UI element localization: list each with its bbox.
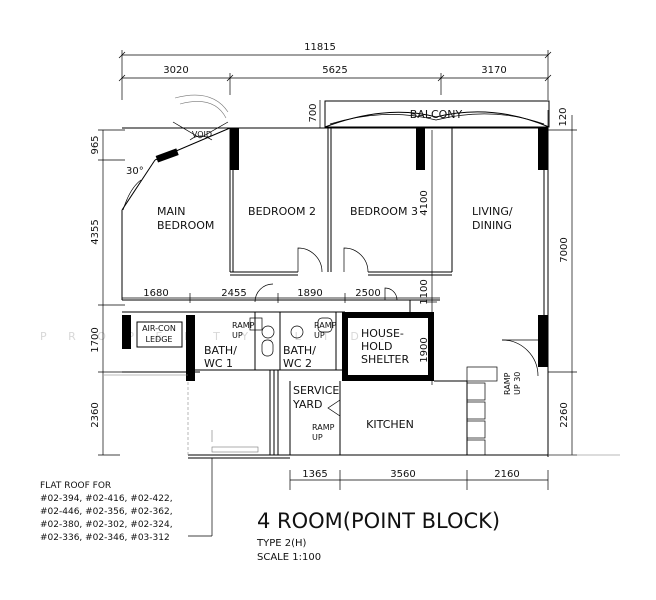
label-service-2: YARD xyxy=(292,398,323,411)
dim-angle: 30° xyxy=(126,166,144,177)
label-ramp-entrance-1: RAMP xyxy=(503,372,512,395)
plan-type: TYPE 2(H) xyxy=(256,538,307,549)
label-shelter-2: HOLD xyxy=(361,340,393,353)
dim-left-lower: 1700 xyxy=(90,327,101,352)
dim-row-1680: 1680 xyxy=(143,288,168,299)
label-aircon-1: AIR-CON xyxy=(142,324,176,333)
label-bath2-2: WC 2 xyxy=(283,357,312,370)
flat-roof-line: #02-394, #02-416, #02-422, xyxy=(40,494,173,504)
label-ramp-entrance-2: UP 30 xyxy=(513,372,522,395)
dim-overall-width: 11815 xyxy=(304,42,336,53)
label-main-bedroom-2: BEDROOM xyxy=(157,219,214,232)
dim-bottom-3560: 3560 xyxy=(390,469,415,480)
label-ramp-yard-2: UP xyxy=(312,433,323,442)
dim-passage-depth: 1100 xyxy=(419,279,430,304)
label-bath1-1: BATH/ xyxy=(204,344,237,357)
dim-right-lower: 2260 xyxy=(559,402,570,427)
dim-top-left: 3020 xyxy=(163,65,188,76)
flat-roof-line: #02-446, #02-356, #02-362, xyxy=(40,507,173,517)
dim-top-middle: 5625 xyxy=(322,65,347,76)
label-bath2-1: BATH/ xyxy=(283,344,316,357)
flat-roof-line: #02-336, #02-346, #03-312 xyxy=(40,533,170,543)
dim-bedroom-depth: 4100 xyxy=(419,190,430,215)
label-ramp-bath2-1: RAMP xyxy=(314,321,337,330)
label-balcony: BALCONY xyxy=(410,108,463,121)
label-ramp-bath2-2: UP xyxy=(314,331,325,340)
dimension-lines xyxy=(98,50,577,490)
label-ramp-bath1-1: RAMP xyxy=(232,321,255,330)
dim-row-2455: 2455 xyxy=(221,288,246,299)
dim-left-upper: 965 xyxy=(90,135,101,154)
dim-row-1890: 1890 xyxy=(297,288,322,299)
plan-title: 4 ROOM(POINT BLOCK) xyxy=(257,509,500,533)
dim-left-bottom: 2360 xyxy=(90,402,101,427)
label-void: VOID xyxy=(192,130,212,139)
dim-top-right: 3170 xyxy=(481,65,506,76)
dim-row-2500: 2500 xyxy=(355,288,380,299)
label-kitchen: KITCHEN xyxy=(366,418,414,431)
label-ramp-yard-1: RAMP xyxy=(312,423,335,432)
walls xyxy=(104,94,620,537)
flat-roof-line: #02-380, #02-302, #02-324, xyxy=(40,520,173,530)
label-service-1: SERVICE xyxy=(293,384,339,397)
flat-roof-heading: FLAT ROOF FOR xyxy=(40,481,111,491)
dim-balcony-depth: 700 xyxy=(308,103,319,122)
label-main-bedroom-1: MAIN xyxy=(157,205,186,218)
dim-bottom-1365: 1365 xyxy=(302,469,327,480)
label-bath1-2: WC 1 xyxy=(204,357,233,370)
label-shelter-3: SHELTER xyxy=(361,353,409,366)
dim-balcony-right: 120 xyxy=(558,107,569,126)
label-ramp-bath1-2: UP xyxy=(232,331,243,340)
dim-bottom-2160: 2160 xyxy=(494,469,519,480)
label-aircon-2: LEDGE xyxy=(146,335,173,344)
label-shelter-1: HOUSE- xyxy=(361,327,404,340)
label-living-2: DINING xyxy=(472,219,512,232)
label-bedroom-3: BEDROOM 3 xyxy=(350,205,418,218)
dim-left-middle: 4355 xyxy=(90,219,101,244)
plan-scale: SCALE 1:100 xyxy=(257,552,321,563)
label-living-1: LIVING/ xyxy=(472,205,513,218)
label-bedroom-2: BEDROOM 2 xyxy=(248,205,316,218)
dim-right-upper: 7000 xyxy=(559,237,570,262)
dim-shelter-depth: 1900 xyxy=(419,337,430,362)
